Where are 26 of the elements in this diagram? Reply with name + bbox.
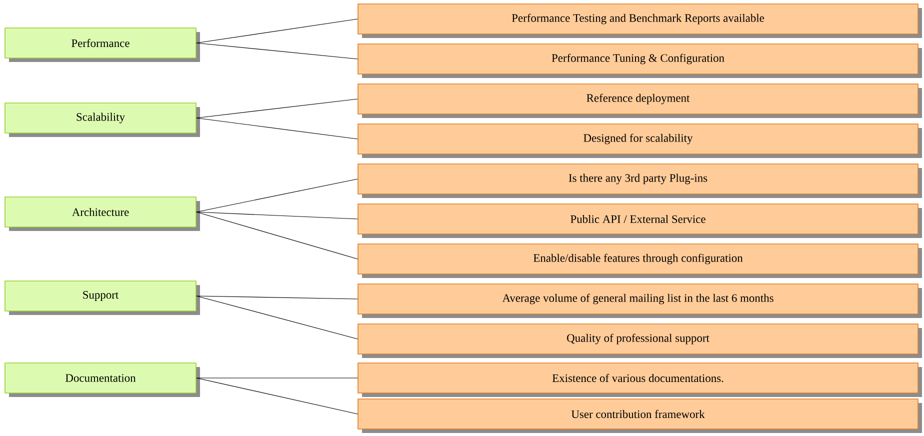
category-box: Architecture — [4, 196, 200, 231]
category-box: Scalability — [4, 102, 200, 137]
connector-line — [196, 18, 358, 44]
connector-line — [196, 98, 358, 118]
category-box: Performance — [4, 28, 200, 62]
criterion-box: User contribution framework — [358, 398, 922, 433]
criterion-box: Existence of various documentations. — [358, 362, 922, 397]
criterion-box: Reference deployment — [358, 84, 922, 118]
criterion-box: Performance Testing and Benchmark Reports available — [358, 4, 922, 38]
connector-line — [196, 118, 358, 140]
connector-line — [196, 178, 358, 212]
criterion-box: Public API / External Service — [358, 204, 922, 238]
criterion-box: Enable/disable features through configuration — [358, 244, 922, 278]
category-box: Support — [4, 280, 200, 315]
criterion-box: Performance Tuning & Configuration — [358, 44, 922, 78]
connector-line — [196, 212, 358, 220]
connector-line — [196, 296, 358, 340]
connector-line — [196, 296, 358, 300]
criterion-box: Designed for scalability — [358, 124, 922, 158]
connector-line — [196, 212, 358, 260]
criterion-box: Quality of professional support — [358, 324, 922, 358]
criterion-box: Is there any 3rd party Plug-ins — [358, 164, 922, 198]
criterion-box: Average volume of general mailing list in the last 6 months — [358, 284, 922, 318]
connector-line — [196, 42, 358, 60]
category-box: Documentation — [4, 362, 200, 397]
connector-line — [196, 378, 358, 414]
